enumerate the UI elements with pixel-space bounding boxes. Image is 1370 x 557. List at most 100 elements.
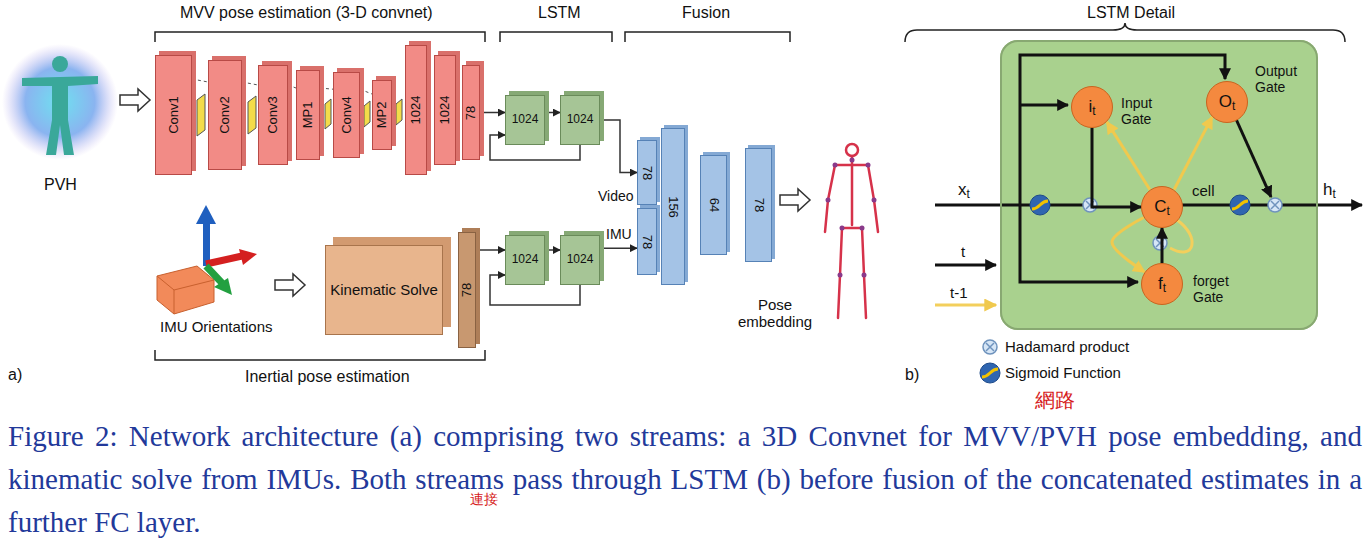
node-label: Ct xyxy=(1154,197,1170,217)
legend-text: Sigmoid Function xyxy=(1005,364,1121,381)
gate-circle: ftforget Gate xyxy=(1141,263,1183,305)
flow-arrow xyxy=(476,249,505,251)
section-bracket xyxy=(155,32,485,42)
node-label: it xyxy=(1088,97,1095,117)
hollow-arrow xyxy=(120,89,150,111)
lstm-cell: 1024 xyxy=(560,95,600,145)
fusion-layer: 64 xyxy=(700,155,727,255)
lstm-panel: itInput GateOtOutput GateCtftforget Gate… xyxy=(1000,40,1318,330)
node-heading: LSTM Detail xyxy=(1087,4,1175,22)
panel-tag: b) xyxy=(905,366,919,384)
signal-name: ht xyxy=(1323,180,1336,200)
sigmoid-symbol xyxy=(980,195,1250,383)
stream-label: IMU xyxy=(606,226,632,242)
gate-circle: OtOutput Gate xyxy=(1206,81,1248,123)
flow-arrow xyxy=(1112,218,1145,272)
cell-circle: Ct xyxy=(1141,186,1183,228)
node-label: 1024 xyxy=(512,113,539,127)
fc-layer: 78 xyxy=(462,65,480,160)
section-title: Inertial pose estimation xyxy=(245,368,410,386)
image-label: PVH xyxy=(44,176,77,194)
image-label: IMU Orientations xyxy=(160,318,273,335)
signal-name: t xyxy=(961,243,965,260)
flow-arrow xyxy=(1174,117,1212,190)
node-label: 78 xyxy=(640,234,655,248)
hadamard-symbol xyxy=(983,198,1282,354)
gate-circle: itInput Gate xyxy=(1071,86,1113,128)
fc-layer: 1024 xyxy=(405,45,427,175)
flow-arrow xyxy=(545,112,560,114)
perspective-line xyxy=(320,88,333,89)
flow-arrow xyxy=(1161,228,1164,263)
signal-name: xt xyxy=(958,180,970,200)
node-label: Conv3 xyxy=(266,96,281,134)
pvh-volume xyxy=(2,44,118,160)
conv-layer: Conv4 xyxy=(333,72,360,158)
node-label: Conv1 xyxy=(166,96,181,134)
fc-layer: 78 xyxy=(458,232,476,348)
hollow-arrow xyxy=(780,189,810,211)
perspective-line xyxy=(288,85,296,88)
legend-entry: Hadamard product xyxy=(1005,338,1129,355)
section-bracket xyxy=(625,32,790,42)
node-label: 78 xyxy=(640,165,655,179)
node-label: 1024 xyxy=(409,96,424,125)
node-heading: Input Gate xyxy=(1121,95,1173,127)
conv-layer: Conv2 xyxy=(208,60,242,170)
node-label: Conv2 xyxy=(218,96,233,134)
node-label: 1024 xyxy=(438,96,453,125)
panel-tag: a) xyxy=(8,366,22,384)
perspective-line xyxy=(192,79,208,82)
stream-label: Video xyxy=(598,188,634,204)
flow-arrow xyxy=(545,249,560,251)
pose-skeleton xyxy=(825,144,878,318)
node-label: MP2 xyxy=(375,102,390,129)
node-label: 156 xyxy=(666,196,681,218)
hollow-arrow xyxy=(275,274,305,296)
output-label: Pose embedding xyxy=(735,296,815,331)
node-label: ft xyxy=(1158,274,1166,294)
perspective-line xyxy=(242,82,258,85)
panel-fill xyxy=(1000,40,1318,330)
node-label: Kinematic Solve xyxy=(330,281,438,298)
lstm-cell: 1024 xyxy=(505,95,545,145)
signal-name: t-1 xyxy=(950,284,968,301)
node-label: 64 xyxy=(706,198,721,212)
conv-layer: Conv1 xyxy=(155,55,192,175)
section-bracket xyxy=(155,350,485,360)
fc-layer: 1024 xyxy=(434,55,456,165)
lstm-cell: 1024 xyxy=(560,235,600,285)
kinematic-box: Kinematic Solve xyxy=(325,245,443,335)
node-label: 1024 xyxy=(567,253,594,267)
section-title: MVV pose estimation (3-D convnet) xyxy=(180,4,433,22)
recurrent-wiring xyxy=(935,220,1192,305)
pool-layer: MP2 xyxy=(372,80,392,150)
node-label: MP1 xyxy=(301,102,316,129)
node-label: Conv4 xyxy=(339,96,354,134)
node-label: 1024 xyxy=(567,113,594,127)
node-label: 1024 xyxy=(512,253,539,267)
node-label: Ot xyxy=(1219,92,1236,112)
flow-arrow xyxy=(480,112,505,114)
legend-text: Hadamard product xyxy=(1005,338,1129,355)
node-label: 78 xyxy=(464,105,479,119)
section-bracket xyxy=(500,32,612,42)
flow-arrow xyxy=(600,120,637,173)
figure-caption: Figure 2: Network architecture (a) compr… xyxy=(8,415,1362,544)
fusion-layer: 78 xyxy=(637,208,657,275)
fusion-layer: 78 xyxy=(745,148,772,262)
section-title: Fusion xyxy=(682,4,730,22)
flow-arrow xyxy=(1107,122,1150,190)
pool-layer: MP1 xyxy=(296,70,320,160)
legend-entry: Sigmoid Function xyxy=(1005,364,1121,381)
node-heading: Output Gate xyxy=(1255,63,1311,95)
node-heading: forget Gate xyxy=(1193,273,1245,305)
handwritten-note: 網路 xyxy=(1035,389,1075,412)
node-label: 78 xyxy=(751,198,766,212)
fusion-layer: 156 xyxy=(661,128,685,285)
flow-arrow xyxy=(600,247,637,249)
imu-device xyxy=(157,205,257,314)
fusion-layer: 78 xyxy=(637,140,657,205)
perspective-line xyxy=(360,89,372,94)
conv-layer: Conv3 xyxy=(258,65,288,165)
